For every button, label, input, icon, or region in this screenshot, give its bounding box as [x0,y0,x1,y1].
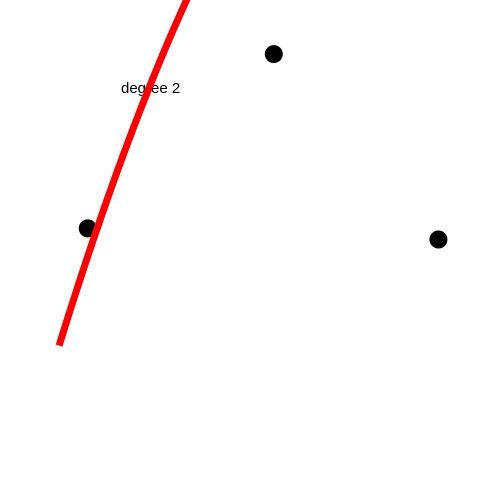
data-point-3 [429,230,448,249]
data-point-2 [264,45,283,64]
fit-curve [55,0,191,347]
